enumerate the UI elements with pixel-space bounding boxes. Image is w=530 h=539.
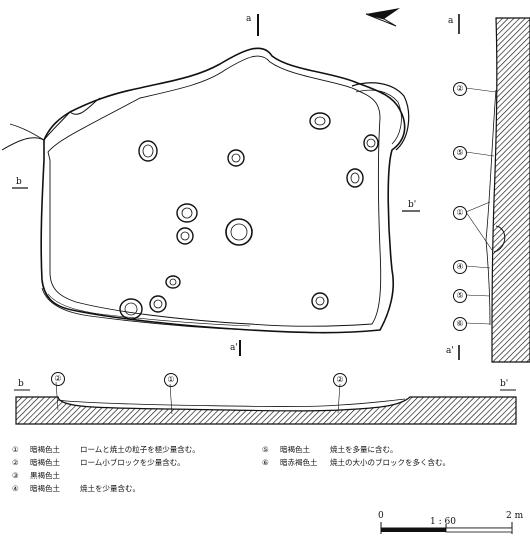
- label-a-bottom: a': [230, 343, 238, 353]
- label-a-top: a: [246, 14, 252, 24]
- section-b-profile: [14, 381, 517, 425]
- legend-kind: 黒褐色土: [30, 471, 60, 480]
- legend-row: ① 暗褐色土 ロームと焼土の粒子を極少量含む。: [12, 443, 200, 456]
- legend-kind: 暗褐色土: [30, 445, 60, 454]
- legend-num: ⑤: [262, 445, 269, 454]
- section-a-marker: ④: [453, 260, 467, 274]
- legend-row: ⑥ 暗赤褐色土 焼土の大小のブロックを多く含む。: [262, 456, 450, 469]
- section-a-marker: ①: [453, 206, 467, 220]
- label-a-section-bottom: a': [446, 346, 454, 356]
- legend-row: ④ 暗褐色土 焼土を少量含む。: [12, 482, 200, 495]
- label-b-section-left: b: [18, 379, 24, 389]
- scale-bar: [380, 522, 513, 534]
- section-a-marker: ⑤: [453, 146, 467, 160]
- section-a-marker: ⑤: [453, 289, 467, 303]
- legend-kind: 暗褐色土: [30, 484, 60, 493]
- pit-plan: [1, 47, 410, 334]
- section-b-marker: ②: [51, 372, 65, 386]
- legend-desc: 焼土の大小のブロックを多く含む。: [330, 458, 450, 467]
- legend-row: ② 暗褐色土 ローム小ブロックを少量含む。: [12, 456, 200, 469]
- legend-right: ⑤ 暗褐色土 焼土を多量に含む。 ⑥ 暗赤褐色土 焼土の大小のブロックを多く含む…: [262, 443, 450, 469]
- legend-row: ③ 黒褐色土: [12, 469, 200, 482]
- legend-num: ③: [12, 471, 19, 480]
- legend-desc: ロームと焼土の粒子を極少量含む。: [80, 445, 200, 454]
- legend-num: ⑥: [262, 458, 269, 467]
- legend-kind: 暗褐色土: [280, 445, 310, 454]
- legend-num: ④: [12, 484, 19, 493]
- legend-desc: ローム小ブロックを少量含む。: [80, 458, 185, 467]
- scale-zero: 0: [378, 511, 384, 521]
- legend-left: ① 暗褐色土 ロームと焼土の粒子を極少量含む。 ② 暗褐色土 ローム小ブロックを…: [12, 443, 200, 495]
- legend-desc: 焼土を多量に含む。: [330, 445, 398, 454]
- scale-end: 2 m: [506, 511, 524, 521]
- label-b-right: b': [408, 200, 417, 210]
- north-arrow-icon: [365, 8, 400, 27]
- section-b-marker: ②: [333, 373, 347, 387]
- scale-ratio: 1 : 60: [430, 517, 456, 527]
- section-a-profile: [458, 14, 530, 363]
- legend-kind: 暗褐色土: [30, 458, 60, 467]
- label-a-section-top: a: [448, 16, 454, 26]
- label-b-section-right: b': [500, 379, 509, 389]
- legend-num: ②: [12, 458, 19, 467]
- section-a-marker: ⑥: [453, 317, 467, 331]
- legend-num: ①: [12, 445, 19, 454]
- legend-desc: 焼土を少量含む。: [80, 484, 140, 493]
- section-a-marker: ②: [453, 82, 467, 96]
- legend-kind: 暗赤褐色土: [280, 458, 318, 467]
- label-b-left: b: [16, 177, 22, 187]
- post-holes: [119, 112, 379, 320]
- section-b-marker: ①: [164, 373, 178, 387]
- legend-row: ⑤ 暗褐色土 焼土を多量に含む。: [262, 443, 450, 456]
